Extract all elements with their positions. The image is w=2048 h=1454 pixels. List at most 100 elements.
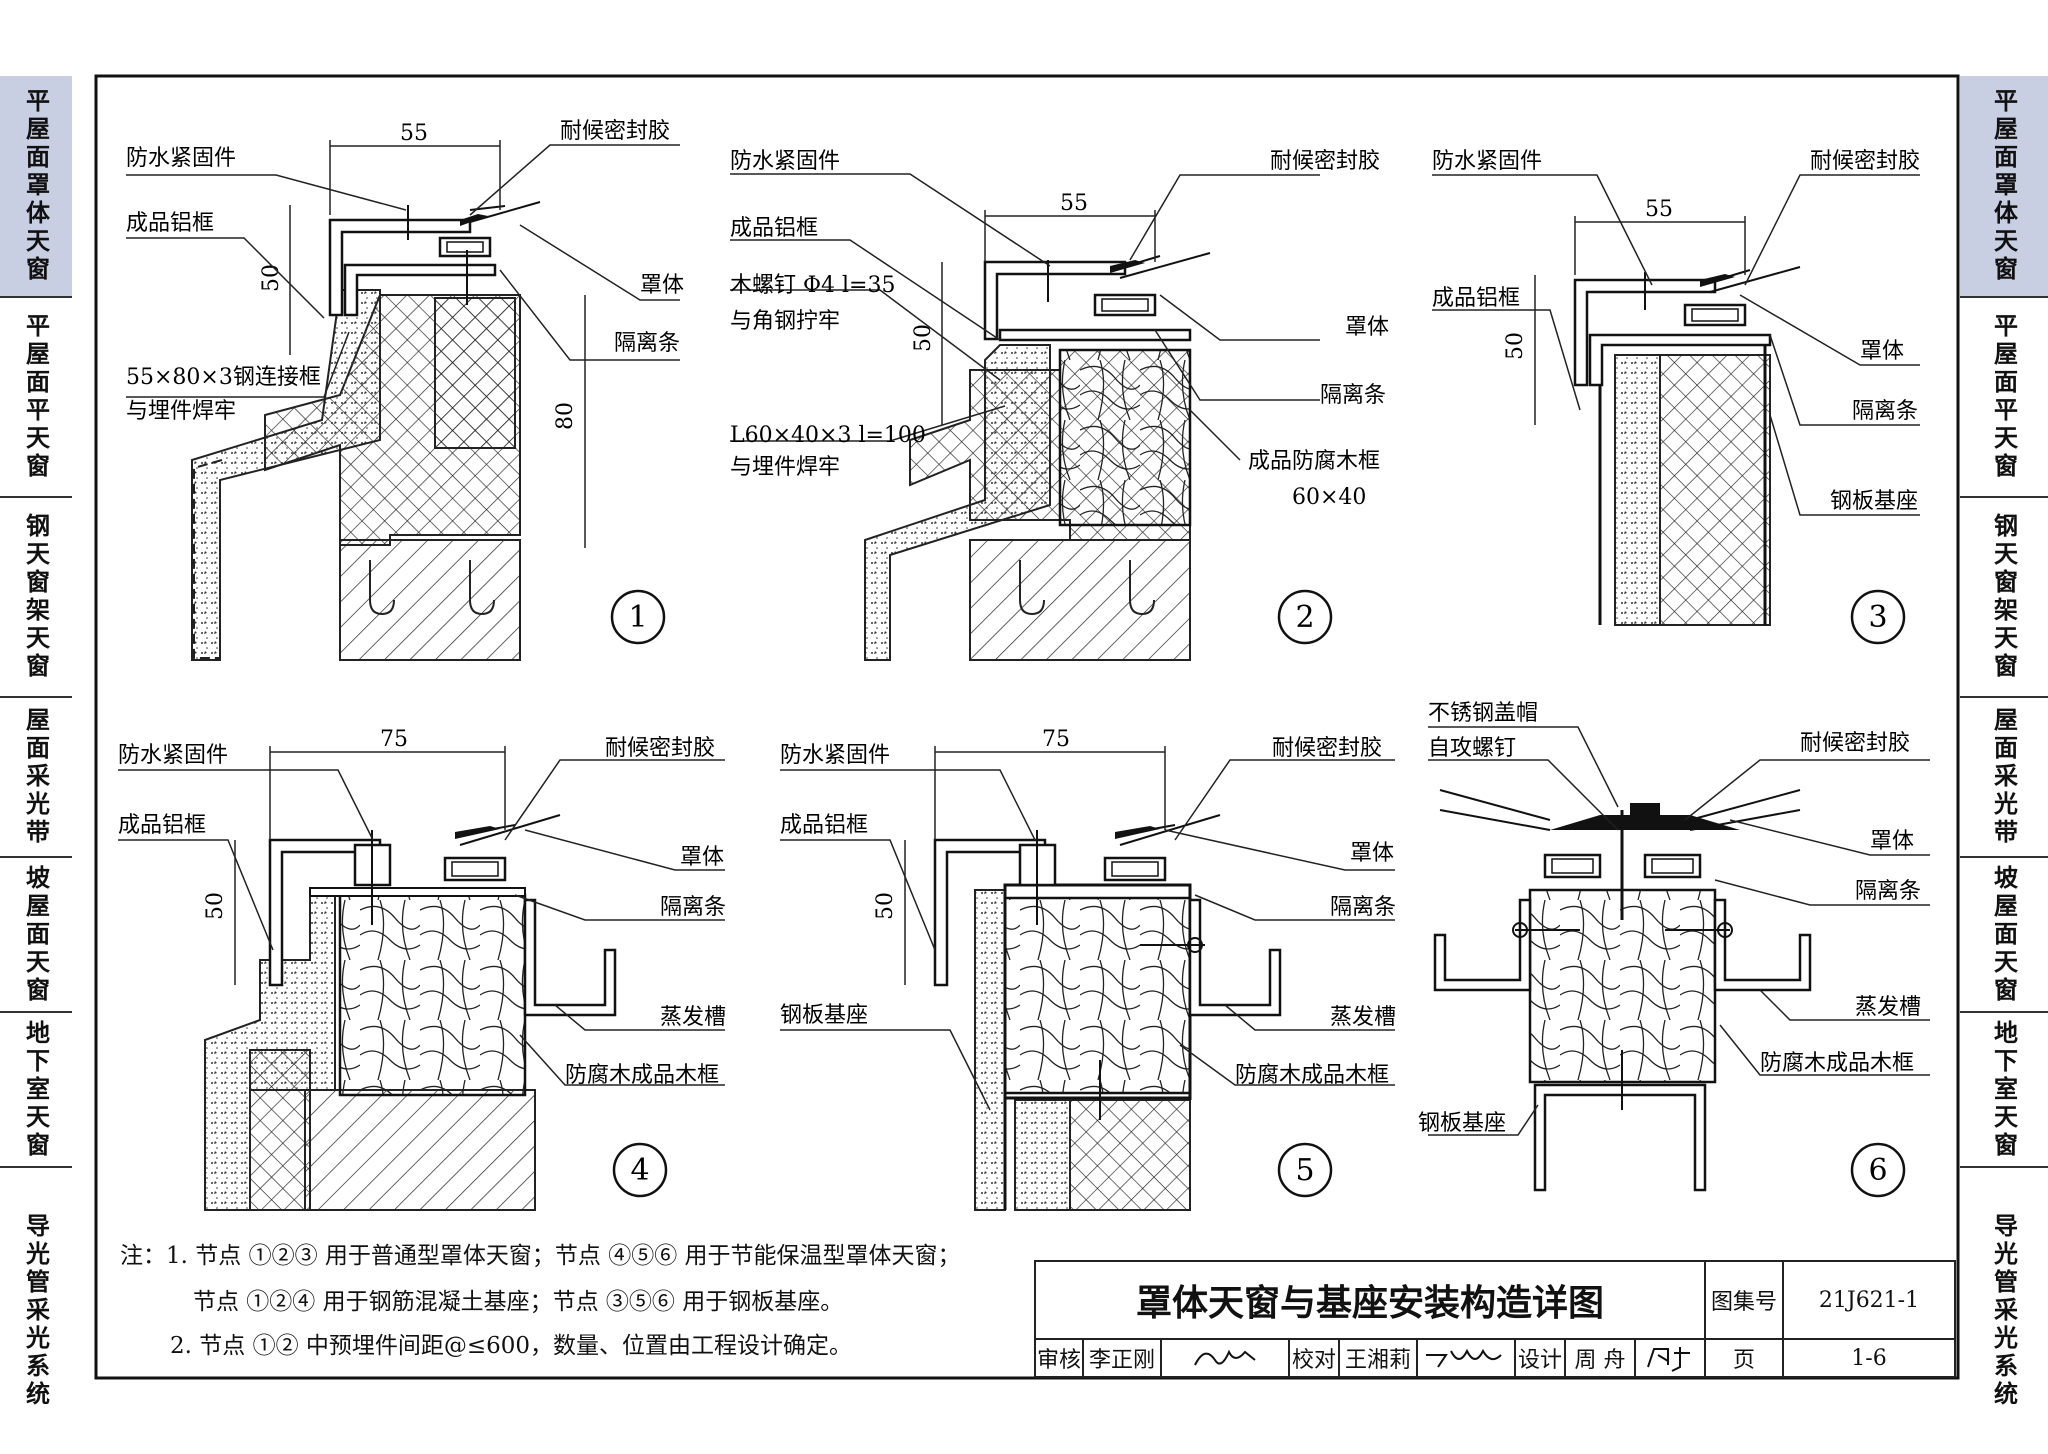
d3-label-dome: 罩体 [1860, 339, 1904, 364]
d2-number: 2 [1295, 600, 1314, 635]
tab-steel-frame-skylight-right[interactable]: 钢天窗架天窗 [1960, 498, 2048, 698]
tab-flat-roof-dome-skylight-right[interactable]: 平屋面罩体天窗 [1960, 76, 2048, 298]
d1-label-weld: 与埋件焊牢 [126, 399, 236, 424]
d2-label-spacer: 隔离条 [1320, 383, 1386, 408]
d2-label-dome: 罩体 [1345, 315, 1389, 340]
d4-label-aluminium-frame: 成品铝框 [118, 813, 206, 838]
d4-label-evap-trough: 蒸发槽 [660, 1005, 726, 1030]
d6-label-cap: 不锈钢盖帽 [1428, 701, 1538, 726]
detail-6: 不锈钢盖帽 自攻螺钉 耐候密封胶 罩体 隔离条 蒸发槽 防腐木成品木框 钢板基座… [1418, 701, 1930, 1198]
page-number: 1-6 [1782, 1338, 1956, 1378]
check-name: 王湘莉 [1338, 1338, 1418, 1378]
review-signature [1160, 1338, 1290, 1378]
d2-label-angle-steel: L60×40×3 l=100 [730, 423, 926, 448]
d1-dim-50: 50 [259, 264, 284, 292]
d6-label-steel-base: 钢板基座 [1418, 1111, 1506, 1136]
d1-dim-55: 55 [400, 121, 428, 146]
title-block: 罩体天窗与基座安装构造详图 图集号 21J621-1 审核 李正刚 校对 王湘莉… [1034, 1260, 1956, 1378]
d2-label-wood-screw: 木螺钉 Φ4 l=35 [730, 273, 895, 298]
d6-label-sealant: 耐候密封胶 [1800, 731, 1910, 756]
d6-label-wood-frame: 防腐木成品木框 [1760, 1051, 1914, 1076]
tab-basement-skylight-right[interactable]: 地下室天窗 [1960, 1013, 2048, 1168]
tab-flat-roof-flat-skylight-right[interactable]: 平屋面平天窗 [1960, 298, 2048, 498]
d4-dim-75: 75 [380, 727, 408, 752]
review-name: 李正刚 [1082, 1338, 1162, 1378]
tab-flat-roof-flat-skylight[interactable]: 平屋面平天窗 [0, 298, 72, 498]
design-signature [1634, 1338, 1706, 1378]
d1-label-fastener: 防水紧固件 [126, 146, 236, 171]
d4-number: 4 [630, 1153, 649, 1188]
note-line-3: 2. 节点 ①② 中预埋件间距@≤600，数量、位置由工程设计确定。 [170, 1333, 853, 1359]
tab-light-pipe-system[interactable]: 导光管采光系统 [21, 1213, 50, 1409]
detail-3: 55 50 防水紧固件 耐候密封胶 成品铝框 罩体 隔离条 钢板基座 3 [1432, 149, 1920, 645]
note-line-2: 节点 ①②④ 用于钢筋混凝土基座；节点 ③⑤⑥ 用于钢板基座。 [193, 1289, 844, 1315]
tab-sloped-roof-skylight[interactable]: 坡屋面天窗 [0, 858, 72, 1013]
d5-label-spacer: 隔离条 [1330, 895, 1396, 920]
sheet-border [94, 74, 1960, 1380]
tab-light-pipe-system-right[interactable]: 导光管采光系统 [1989, 1213, 2018, 1409]
d6-label-dome: 罩体 [1870, 829, 1914, 854]
d1-dim-80: 80 [553, 402, 578, 430]
d5-label-evap-trough: 蒸发槽 [1330, 1005, 1396, 1030]
d5-label-sealant: 耐候密封胶 [1272, 736, 1382, 761]
d5-label-aluminium-frame: 成品铝框 [780, 813, 868, 838]
tab-sloped-roof-skylight-right[interactable]: 坡屋面天窗 [1960, 858, 2048, 1013]
d6-label-evap-trough: 蒸发槽 [1855, 995, 1921, 1020]
d2-dim-55: 55 [1060, 191, 1088, 216]
detail-1: 55 50 80 防水紧固件 耐候密封胶 成品铝框 罩体 隔离条 55×80×3… [126, 119, 684, 661]
d5-label-wood-frame: 防腐木成品木框 [1235, 1063, 1389, 1088]
d4-label-dome: 罩体 [680, 845, 724, 870]
atlas-label: 图集号 [1704, 1260, 1784, 1340]
design-signature-mark [1647, 1347, 1690, 1372]
d5-number: 5 [1295, 1153, 1314, 1188]
detail-4: 75 50 防水紧固件 耐候密封胶 成品铝框 罩体 隔离条 蒸发槽 防腐木成品木… [118, 727, 726, 1211]
tab-flat-roof-dome-skylight[interactable]: 平屋面罩体天窗 [0, 76, 72, 298]
note-line-1: 注：1. 节点 ①②③ 用于普通型罩体天窗；节点 ④⑤⑥ 用于节能保温型罩体天窗… [120, 1243, 961, 1269]
d5-label-steel-base: 钢板基座 [780, 1003, 868, 1028]
d5-dim-75: 75 [1042, 727, 1070, 752]
page-label: 页 [1704, 1338, 1784, 1378]
d4-label-spacer: 隔离条 [660, 895, 726, 920]
detail-2: 55 50 防水紧固件 耐候密封胶 成品铝框 木螺钉 Φ4 l=35 与角钢拧牢… [730, 149, 1389, 661]
d3-dim-55: 55 [1645, 197, 1673, 222]
d5-label-fastener: 防水紧固件 [780, 743, 890, 768]
d1-label-spacer: 隔离条 [614, 331, 680, 356]
d2-label-sealant: 耐候密封胶 [1270, 149, 1380, 174]
d4-dim-50: 50 [203, 892, 228, 920]
d2-label-aluminium-frame: 成品铝框 [730, 216, 818, 241]
d5-label-dome: 罩体 [1350, 841, 1394, 866]
d3-number: 3 [1868, 600, 1887, 635]
d4-label-sealant: 耐候密封胶 [605, 736, 715, 761]
d1-number: 1 [628, 600, 647, 635]
tab-roof-lighting-strip[interactable]: 屋面采光带 [0, 698, 72, 858]
d4-label-fastener: 防水紧固件 [118, 743, 228, 768]
check-signature-mark [1426, 1348, 1502, 1368]
d2-label-wood-frame: 成品防腐木框 [1248, 449, 1380, 474]
d3-dim-50: 50 [1503, 332, 1528, 360]
d3-label-aluminium-frame: 成品铝框 [1432, 286, 1520, 311]
d1-label-sealant: 耐候密封胶 [560, 119, 670, 144]
d3-label-steel-base: 钢板基座 [1830, 489, 1918, 514]
detail-5: 75 50 防水紧固件 耐候密封胶 成品铝框 罩体 隔离条 钢板基座 蒸发槽 防… [780, 727, 1396, 1211]
d2-label-wood-size: 60×40 [1292, 485, 1366, 510]
d4-label-wood-frame: 防腐木成品木框 [565, 1063, 719, 1088]
d6-number: 6 [1868, 1153, 1887, 1188]
d2-label-weld: 与埋件焊牢 [730, 455, 840, 480]
d3-label-spacer: 隔离条 [1852, 399, 1918, 424]
check-label: 校对 [1288, 1338, 1340, 1378]
design-name: 周 舟 [1564, 1338, 1636, 1378]
d1-label-dome: 罩体 [640, 273, 684, 298]
drawing-title: 罩体天窗与基座安装构造详图 [1034, 1260, 1706, 1340]
tab-basement-skylight[interactable]: 地下室天窗 [0, 1013, 72, 1168]
check-signature [1416, 1338, 1516, 1378]
d1-label-aluminium-frame: 成品铝框 [126, 211, 214, 236]
review-label: 审核 [1034, 1338, 1084, 1378]
tab-roof-lighting-strip-right[interactable]: 屋面采光带 [1960, 698, 2048, 858]
d1-label-steel-frame: 55×80×3钢连接框 [126, 365, 321, 390]
d3-label-fastener: 防水紧固件 [1432, 149, 1542, 174]
tab-steel-frame-skylight[interactable]: 钢天窗架天窗 [0, 498, 72, 698]
d2-label-fastener: 防水紧固件 [730, 149, 840, 174]
d2-label-angle-fix: 与角钢拧牢 [730, 309, 840, 334]
